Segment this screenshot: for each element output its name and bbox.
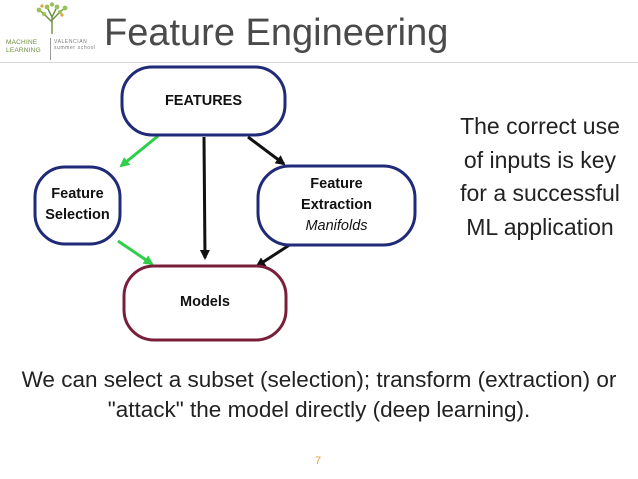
- node-models: [122, 264, 288, 342]
- logo-right-text: VALENCIAN summer school: [54, 39, 96, 52]
- slide-caption: We can select a subset (selection); tran…: [21, 367, 617, 422]
- tree-icon: [36, 2, 68, 34]
- page-title: Feature Engineering: [104, 12, 449, 54]
- arrow-features-to-extraction: [247, 135, 286, 166]
- node-models-label: Models: [180, 294, 230, 310]
- arrow-features-to-selection: [119, 134, 159, 168]
- arrow-extraction-to-models: [255, 242, 292, 268]
- node-feature-extraction: [256, 164, 417, 247]
- title-divider: [0, 62, 638, 63]
- node-extraction-label: Feature Extraction: [301, 176, 372, 213]
- node-features: [120, 65, 287, 137]
- node-features-label: FEATURES: [164, 93, 243, 109]
- side-note: The correct use of inputs is key for a s…: [460, 113, 620, 240]
- arrow-features-to-models: [199, 136, 210, 260]
- school-logo: MACHINE LEARNING VALENCIAN summer school: [6, 2, 96, 60]
- node-extraction-label-wrap: Feature Extraction Manifolds: [258, 174, 415, 237]
- page-number: 7: [314, 455, 322, 467]
- node-feature-selection: [33, 165, 122, 246]
- node-extraction-sublabel: Manifolds: [305, 218, 368, 234]
- logo-divider: [50, 38, 51, 60]
- logo-left-text: MACHINE LEARNING: [6, 39, 41, 54]
- arrow-selection-to-models: [117, 239, 154, 266]
- node-selection-label: Feature Selection: [45, 186, 110, 223]
